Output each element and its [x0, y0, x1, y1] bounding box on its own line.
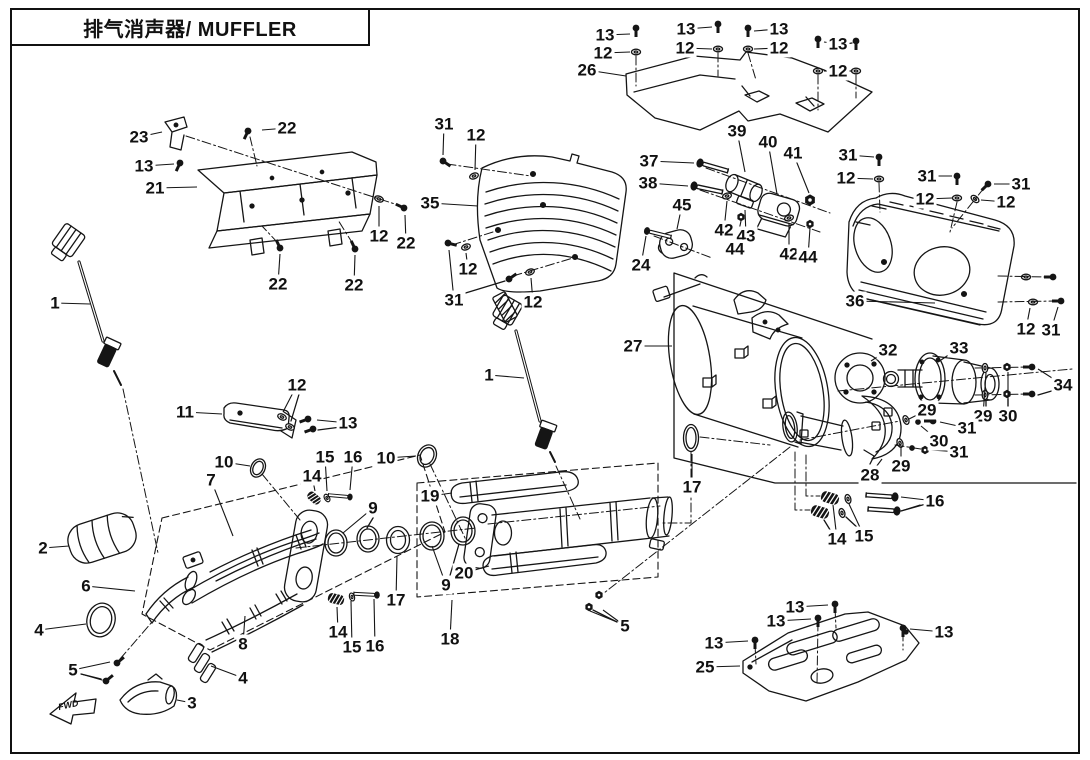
pipe-shield-2	[67, 512, 137, 564]
muffler-body-27	[652, 272, 1077, 484]
muffler-outlet	[782, 411, 854, 457]
page-title: 排气消声器/ MUFFLER	[83, 18, 297, 41]
clamp-4-left	[86, 602, 116, 638]
gasket-rings	[249, 444, 476, 580]
shield-19	[450, 471, 579, 505]
shield-35-lower-bracket	[492, 291, 518, 323]
muffler-top-bracket	[652, 274, 767, 315]
pipe-axis-lines	[295, 368, 1073, 549]
heat-shield-35	[476, 153, 627, 323]
shield-21-fasteners	[172, 125, 410, 255]
muffler-clip-tabs	[702, 345, 777, 409]
muffler-front-bracket	[751, 311, 789, 340]
tip-4-right	[187, 642, 217, 684]
elbow-3	[119, 673, 178, 715]
heat-shield-26	[625, 51, 873, 133]
shield-35-fasteners	[437, 155, 574, 296]
guard-28-fasteners	[799, 414, 938, 455]
rear-pipe-8	[205, 590, 304, 653]
end-cover-36	[846, 192, 1015, 326]
heat-shield-21	[197, 151, 378, 256]
shield-20	[482, 544, 607, 577]
mount-hardware-cluster	[642, 156, 831, 259]
cover-36-fasteners	[873, 152, 1066, 306]
oxygen-sensor-1-left	[50, 223, 159, 554]
skid-plate-bolts	[750, 599, 908, 685]
title-box: 排气消声器/ MUFFLER	[10, 8, 370, 46]
extra-leader-lines	[80, 504, 921, 681]
oxygen-sensor-1-middle	[492, 294, 581, 520]
tail-pipe-33	[897, 352, 1000, 406]
bracket-11	[223, 390, 342, 439]
page-border	[10, 8, 1080, 754]
guard-28	[861, 395, 902, 465]
collector-flange	[283, 509, 329, 603]
bracket-23	[164, 116, 188, 151]
fwd-arrow	[49, 692, 97, 725]
mount-40	[755, 192, 801, 238]
